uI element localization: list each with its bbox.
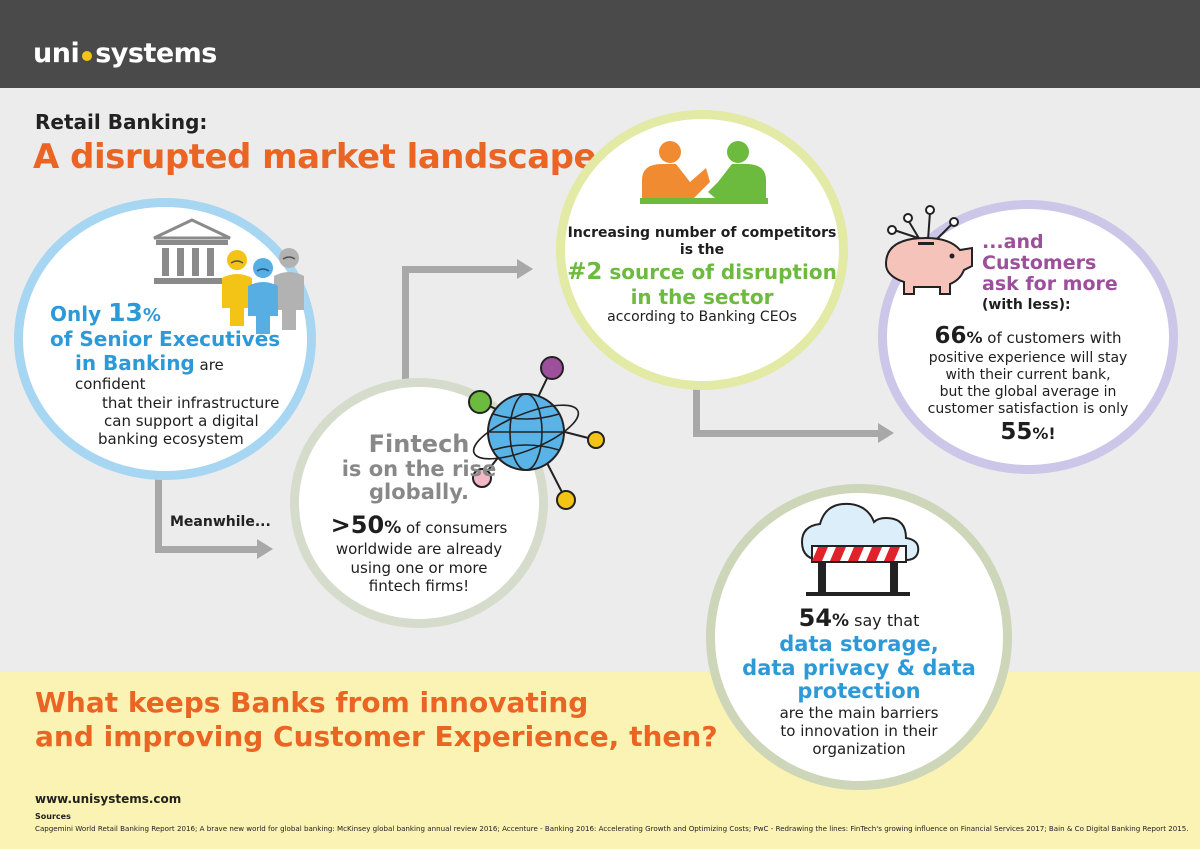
fintech-line-7: fintech firms! [368,576,470,595]
barriers-say-that: say that [849,611,920,630]
worried-people-icon [222,248,304,334]
exec-line-4: that their infrastructure [102,393,280,412]
fintech-line-1: Fintech [368,430,470,458]
fintech-line-2: is on the rise [341,456,497,481]
exec-in-banking: in Banking [75,350,195,375]
customers-heading: ...and Customers ask for more (with less… [982,232,1142,314]
exec-line-2: of Senior Executives [50,326,281,351]
handshake-icon [640,141,768,204]
barriers-line-3: data privacy & data [742,655,976,680]
connector-line [155,546,259,553]
barriers-stat-54: 54 [798,604,833,632]
barriers-line-7: organization [812,740,906,759]
logo-text-uni: uni [33,38,80,69]
fintech-text: Fintech is on the rise globally. >50% of… [306,430,532,595]
customers-stat-55: 55 [1000,419,1033,446]
customers-line-1: ...and [982,231,1044,253]
competitors-line-5: according to Banking CEOs [607,308,797,325]
arrow-head [517,259,533,279]
competitors-line-3: #2 source of disruption [562,259,842,285]
competitors-source: source of disruption [602,260,837,285]
customers-percent: % [966,328,983,347]
logo-text-systems: systems [95,38,217,69]
customers-line-9: customer satisfaction is only [927,401,1129,418]
arrow-head [878,423,894,443]
connector-line [693,430,880,437]
fintech-line-5: worldwide are already [335,540,503,559]
customers-line-5: 66% of customers with [898,322,1158,350]
piggy-bank-icon [884,205,973,295]
competitors-text: Increasing number of competitors is the … [562,225,842,326]
fintech-stat-50: >50 [330,510,385,539]
exec-only: Only [50,302,109,326]
competitors-line-1: Increasing number of competitors [567,225,837,241]
globe-network-icon [468,356,605,510]
customers-line-6: positive experience will stay [928,350,1128,367]
barriers-text: 54% say that data storage, data privacy … [724,604,994,759]
cloud-barrier-icon [800,502,920,596]
page-title: A disrupted market landscape [33,137,597,177]
competitors-line-2: is the [679,242,725,259]
exec-line-6: banking ecosystem [98,430,244,449]
customers-line-7: with their current bank, [945,367,1111,384]
website-link[interactable]: www.unisystems.com [35,792,182,806]
exec-confident: are confident [75,355,224,394]
customers-percent-2: %! [1032,424,1056,444]
customers-line-8: but the global average in [939,384,1117,401]
competitors-line-4: in the sector [630,284,774,309]
connector-line [402,266,409,388]
bank-building-icon [153,218,231,284]
exec-line-5: can support a digital [104,411,259,430]
sources-text: Capgemini World Retail Banking Report 20… [35,824,1189,833]
competitors-rank-2: #2 [567,259,603,286]
fintech-line-6: using one or more [350,558,488,577]
customers-line-2: Customers [982,251,1097,274]
exec-line-3: in Banking are confident [28,351,298,394]
barriers-line-2: data storage, [779,632,939,657]
logo-dot [82,51,93,61]
header-bar: uni systems [0,0,1200,88]
customers-stat-66: 66 [934,323,967,349]
barriers-line-4: protection [797,679,921,704]
customers-with: of customers with [982,329,1122,347]
executives-text: Only 13% of Senior Executives in Banking… [28,298,298,448]
fintech-line-3: globally. [369,480,469,505]
closing-question: What keeps Banks from innovating and imp… [35,686,718,753]
bottom-band [0,672,1200,849]
barriers-line-6: to innovation in their [780,722,938,741]
fintech-line-4: >50% of consumers [306,511,532,540]
question-line-1: What keeps Banks from innovating [35,686,589,719]
fintech-percent: % [384,517,402,538]
customers-line-3: ask for more [982,272,1118,295]
competitors-circle [556,110,848,390]
fintech-consumers: of consumers [401,518,508,537]
connector-line [402,266,519,273]
uni-systems-logo[interactable]: uni systems [33,38,217,69]
exec-percent: % [142,305,161,326]
barriers-percent: % [832,611,850,631]
customers-text: 66% of customers with positive experienc… [898,322,1158,446]
arrow-head [257,539,273,559]
sources-title: Sources [35,812,71,821]
connector-line [155,478,162,553]
barriers-line-1: 54% say that [724,604,994,633]
connector-line [693,385,700,437]
meanwhile-label: Meanwhile... [170,514,271,530]
customers-line-10: 55%! [898,418,1158,446]
exec-line-1: Only 13% [28,298,298,329]
barriers-line-5: are the main barriers [779,703,939,722]
page-kicker: Retail Banking: [35,110,208,134]
customers-line-4: (with less): [982,296,1071,313]
question-line-2: and improving Customer Experience, then? [35,719,718,753]
exec-stat-13: 13 [108,298,143,327]
